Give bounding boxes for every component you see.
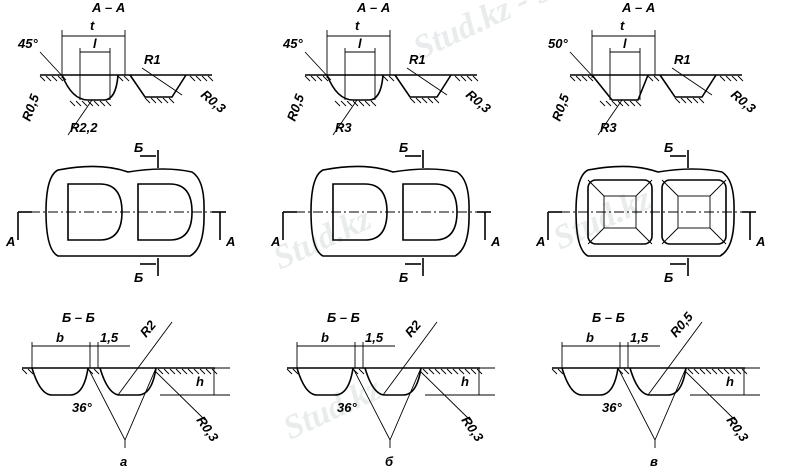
section-aa-label: А – А [621, 0, 655, 15]
dim-h-label: h [461, 374, 469, 389]
dim-pitch-label: 1,5 [365, 330, 384, 345]
section-bb-label: Б – Б [62, 310, 95, 325]
dim-t-label: t [620, 18, 625, 33]
cut-a-label-left: А [5, 234, 15, 249]
section-aa-label: А – А [91, 0, 125, 15]
section-aa-label: А – А [356, 0, 390, 15]
radius-bb-edge-label: R0,3 [459, 413, 487, 445]
cut-b-label-top: Б [134, 140, 143, 155]
radius-edge-label: R0,3 [198, 87, 229, 117]
radius-r05-label: R0,5 [549, 91, 573, 123]
cut-a-label-left: А [270, 234, 280, 249]
dim-t-label: t [90, 18, 95, 33]
watermark: Stud.kz [278, 370, 388, 447]
section-bb-label: Б – Б [327, 310, 360, 325]
section-bb: Б – Б b 1,5 R2 h 36° R0,3 а [21, 310, 230, 469]
section-bb: Б – Б b 1,5 R2 h 36° R0,3 б [286, 310, 495, 469]
section-bb-label: Б – Б [592, 310, 625, 325]
watermark: Stud.kz - Stud.kz [408, 0, 637, 67]
panel-caption: б [385, 454, 394, 469]
dim-b-label: b [56, 330, 64, 345]
angle-label: 45° [282, 36, 303, 51]
radius-r05-label: R0,5 [19, 91, 43, 123]
dim-l-label: l [623, 36, 627, 51]
dim-b-label: b [586, 330, 594, 345]
cut-a-label-right: А [225, 234, 235, 249]
dim-h-label: h [196, 374, 204, 389]
radius-bottom-label: R3 [335, 120, 352, 135]
radius-r1-label: R1 [674, 52, 691, 67]
panel-caption: а [120, 454, 127, 469]
dim-b-label: b [321, 330, 329, 345]
radius-r1-label: R1 [409, 52, 426, 67]
radius-r05-label: R0,5 [284, 91, 308, 123]
cut-a-label-right: А [490, 234, 500, 249]
cut-b-label-top: Б [399, 140, 408, 155]
dim-pitch-label: 1,5 [100, 330, 119, 345]
radius-bottom-label: R3 [600, 120, 617, 135]
dim-h-label: h [726, 374, 734, 389]
angle-label: 45° [17, 36, 38, 51]
dim-l-label: l [358, 36, 362, 51]
plan-view: А А Б Б [270, 140, 500, 285]
dim-l-label: l [93, 36, 97, 51]
cut-a-label-left: А [535, 234, 545, 249]
plan-view: А А Б Б [5, 140, 235, 285]
angle-label: 50° [548, 36, 568, 51]
radius-bottom-label: R2,2 [70, 120, 98, 135]
radius-bb-edge-label: R0,3 [724, 413, 752, 445]
cut-b-label-bottom: Б [134, 270, 143, 285]
panel-caption: в [650, 454, 658, 469]
radius-bb-edge-label: R0,3 [194, 413, 222, 445]
cut-b-label-bottom: Б [664, 270, 673, 285]
radius-edge-label: R0,3 [728, 87, 759, 117]
radius-bb-label: R2 [137, 317, 160, 340]
radius-r1-label: R1 [144, 52, 161, 67]
angle-bb-label: 36° [602, 400, 622, 415]
plan-view: А А Б Б [535, 140, 765, 285]
angle-bb-label: 36° [337, 400, 357, 415]
dim-pitch-label: 1,5 [630, 330, 649, 345]
radius-bb-label: R2 [402, 317, 425, 340]
cut-a-label-right: А [755, 234, 765, 249]
cut-b-label-top: Б [664, 140, 673, 155]
dim-t-label: t [355, 18, 360, 33]
cut-b-label-bottom: Б [399, 270, 408, 285]
angle-bb-label: 36° [72, 400, 92, 415]
radius-edge-label: R0,3 [463, 87, 494, 117]
